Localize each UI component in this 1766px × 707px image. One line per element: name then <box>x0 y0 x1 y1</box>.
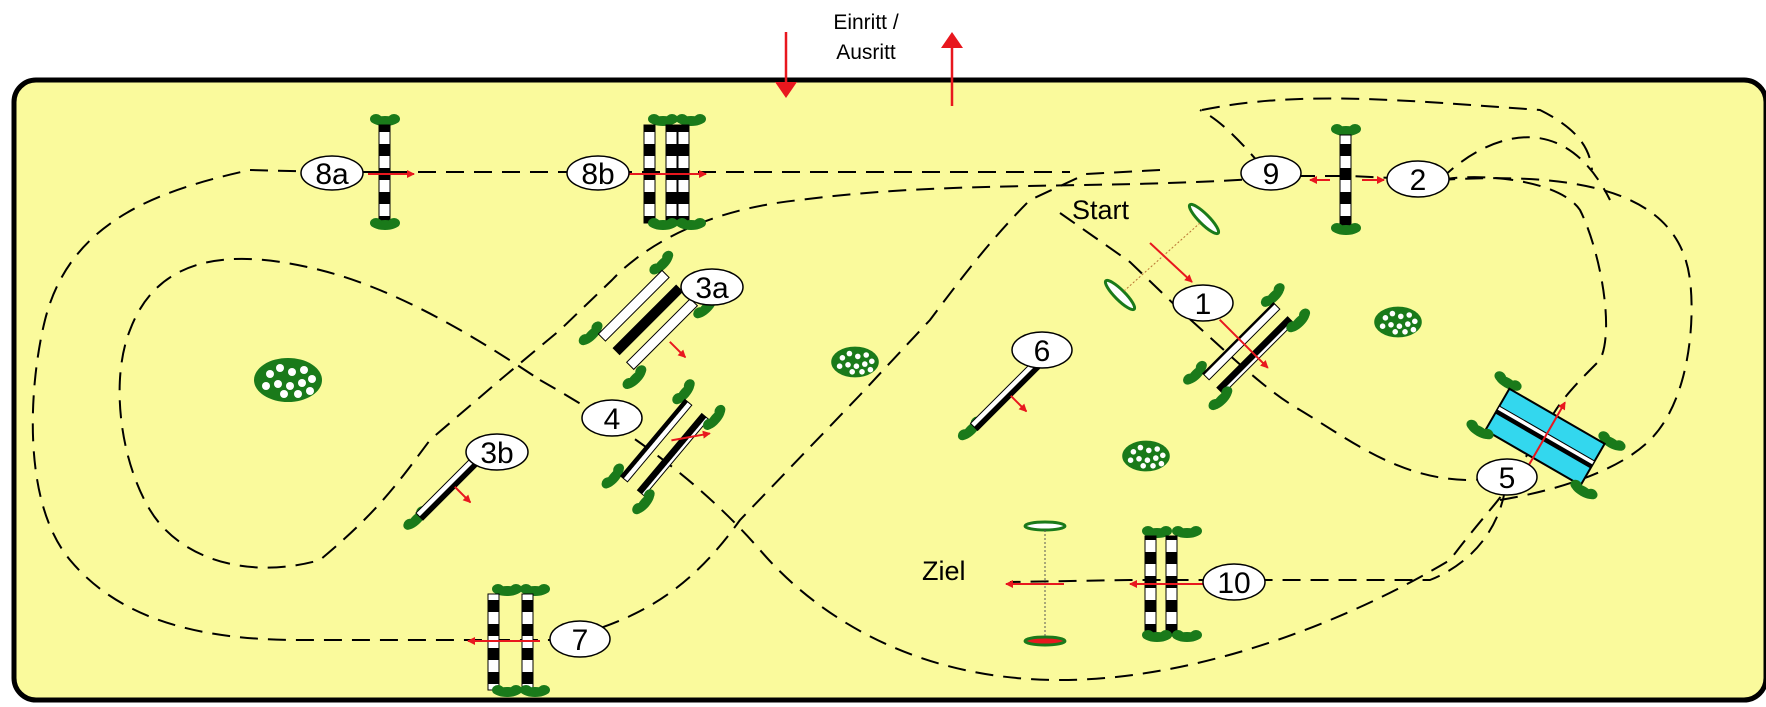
flower-bed-icon <box>1374 306 1422 338</box>
finish-gate: Ziel <box>922 520 1067 647</box>
entry-exit: Einritt / Ausritt <box>775 11 963 106</box>
obstacle-1 <box>1180 280 1314 414</box>
label-6: 6 <box>1011 331 1073 369</box>
svg-text:7: 7 <box>572 624 589 657</box>
label-8a: 8a <box>300 155 364 191</box>
flower-bed-icon <box>1122 440 1170 472</box>
obstacle-3a <box>576 248 721 393</box>
svg-text:5: 5 <box>1499 462 1516 495</box>
svg-text:8a: 8a <box>315 158 349 191</box>
label-3b: 3b <box>465 433 529 471</box>
obstacle-6 <box>955 340 1059 444</box>
label-5: 5 <box>1476 458 1538 496</box>
svg-text:3a: 3a <box>695 272 729 305</box>
svg-text:10: 10 <box>1217 567 1250 600</box>
label-3a: 3a <box>680 268 744 306</box>
label-9: 9 <box>1240 155 1302 191</box>
obstacle-8b <box>628 114 707 230</box>
arena <box>11 77 1766 703</box>
svg-text:9: 9 <box>1263 158 1280 191</box>
label-2: 2 <box>1386 160 1450 198</box>
flower-bed-icon <box>254 358 322 402</box>
entry-label-line1: Einritt / <box>833 11 899 34</box>
obstacle-8a <box>368 114 415 230</box>
finish-label: Ziel <box>922 556 966 586</box>
start-label: Start <box>1072 195 1130 225</box>
obstacle-labels: 8a 8b 9 2 3a 1 6 4 3b 5 10 7 <box>300 155 1538 658</box>
obstacle-5 <box>1463 369 1628 504</box>
label-10: 10 <box>1202 563 1266 601</box>
svg-text:2: 2 <box>1410 164 1427 197</box>
svg-text:3b: 3b <box>480 437 513 470</box>
svg-text:8b: 8b <box>581 158 614 191</box>
obstacle-7 <box>467 584 550 697</box>
obstacle-10 <box>1129 526 1205 642</box>
label-4: 4 <box>581 399 643 437</box>
obstacle-4 <box>599 377 730 518</box>
label-1: 1 <box>1172 284 1234 322</box>
start-gate: Start <box>1072 195 1221 312</box>
entry-label-line2: Ausritt <box>836 41 896 64</box>
label-7: 7 <box>549 620 611 658</box>
label-8b: 8b <box>566 155 630 191</box>
svg-text:1: 1 <box>1195 288 1212 321</box>
svg-text:6: 6 <box>1034 335 1051 368</box>
svg-text:4: 4 <box>604 403 621 436</box>
flower-bed-icon <box>831 346 879 378</box>
obstacle-9-2 <box>1309 124 1385 235</box>
